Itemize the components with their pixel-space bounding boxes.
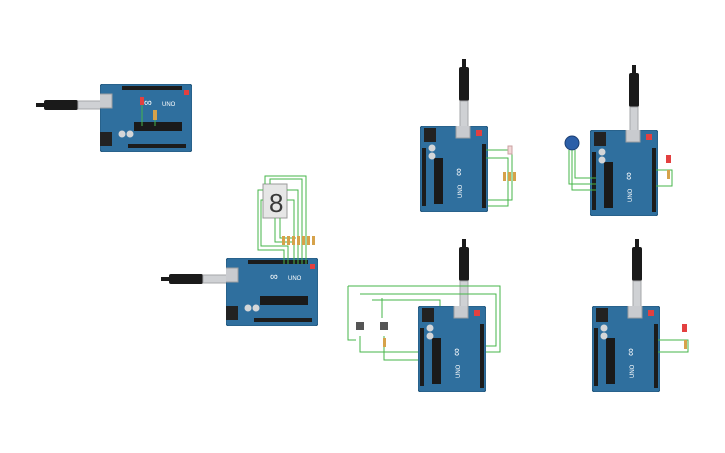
led-icon[interactable] (666, 155, 671, 163)
wire[interactable] (486, 149, 513, 207)
resistor-icon[interactable] (503, 172, 516, 181)
usb-plug-icon[interactable] (631, 238, 643, 310)
usb-plug-icon[interactable] (458, 58, 470, 130)
push-button-icon[interactable] (380, 322, 388, 330)
circuit-5[interactable] (347, 238, 501, 392)
arduino-board[interactable] (220, 258, 318, 326)
circuit-4[interactable] (564, 64, 673, 216)
resistor-icon[interactable] (282, 236, 315, 245)
wire[interactable] (347, 285, 501, 361)
usb-plug-icon[interactable] (160, 273, 232, 285)
arduino-board[interactable] (590, 126, 658, 216)
arduino-board[interactable] (418, 302, 486, 392)
arduino-board[interactable] (94, 84, 192, 152)
resistor-icon[interactable] (153, 110, 157, 120)
wire[interactable] (141, 105, 156, 126)
led-icon[interactable] (682, 324, 687, 332)
wire[interactable] (658, 339, 689, 353)
circuit-2[interactable]: 8 (160, 175, 318, 326)
usb-plug-icon[interactable] (458, 238, 470, 310)
circuit-1[interactable] (36, 84, 192, 152)
potentiometer-icon[interactable] (564, 135, 580, 151)
arduino-board[interactable] (592, 302, 660, 392)
circuit-6[interactable] (592, 238, 689, 392)
push-button-icon[interactable] (356, 322, 364, 330)
resistor-icon[interactable] (684, 340, 687, 349)
display-digit: 8 (269, 188, 283, 218)
resistor-icon[interactable] (667, 170, 670, 179)
wire[interactable] (568, 150, 673, 191)
seven-segment-display[interactable] (262, 183, 288, 219)
resistor-icon[interactable] (383, 338, 386, 347)
led-icon[interactable] (507, 145, 513, 155)
usb-plug-icon[interactable] (628, 64, 640, 136)
circuit-3[interactable] (420, 58, 516, 212)
usb-plug-icon[interactable] (36, 99, 106, 111)
led-icon[interactable] (140, 97, 144, 105)
arduino-board[interactable] (420, 122, 488, 212)
